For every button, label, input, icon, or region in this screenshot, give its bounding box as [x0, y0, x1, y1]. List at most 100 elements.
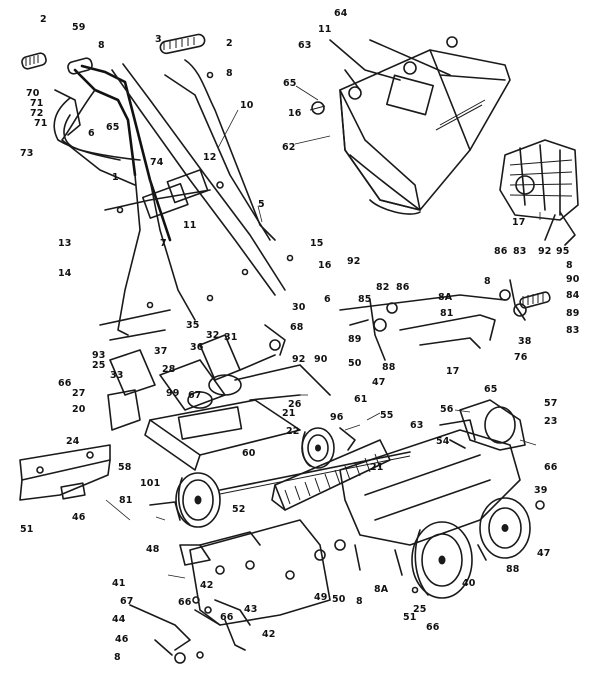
callout-label: 58 [118, 462, 132, 473]
callout-label: 92 [292, 354, 306, 365]
callout-label: 71 [30, 98, 44, 109]
callout-label: 67 [120, 596, 134, 607]
callout-label: 32 [206, 330, 220, 341]
callout-label: 42 [200, 580, 214, 591]
callout-label: 72 [30, 108, 44, 119]
lower-left-parts [129, 501, 251, 664]
callout-label: 46 [72, 512, 86, 523]
callout-label: 20 [72, 404, 86, 415]
engine [499, 139, 579, 246]
callout-label: 88 [382, 362, 396, 373]
callout-label: 43 [244, 604, 258, 615]
callout-label: 1 [112, 172, 119, 183]
callout-label: 22 [286, 426, 300, 437]
callout-label: 48 [146, 544, 160, 555]
callout-label: 33 [110, 370, 124, 381]
callout-label: 2 [40, 14, 47, 25]
callout-label: 70 [26, 88, 40, 99]
callout-label: 3 [155, 34, 162, 45]
callout-label: 65 [106, 122, 120, 133]
callout-label: 92 [538, 246, 552, 257]
callout-label: 63 [298, 40, 312, 51]
callout-label: 99 [166, 388, 180, 399]
callout-label: 63 [410, 420, 424, 431]
callout-label: 16 [288, 108, 302, 119]
callout-label: 36 [190, 342, 204, 353]
callout-label: 56 [440, 404, 454, 415]
callout-label: 5 [258, 199, 265, 210]
callout-label: 8 [566, 260, 573, 271]
callout-label: 27 [72, 388, 86, 399]
callout-label: 54 [436, 436, 450, 447]
callout-label: 25 [413, 604, 427, 615]
callout-label: 6 [324, 294, 331, 305]
callout-label: 17 [512, 217, 526, 228]
callout-label: 65 [484, 384, 498, 395]
callout-label: 92 [347, 256, 361, 267]
callout-label: 67 [188, 390, 202, 401]
callout-label: 81 [119, 495, 133, 506]
callout-label: 8 [98, 40, 105, 51]
handle-grips [21, 33, 206, 75]
callout-label: 46 [115, 634, 129, 645]
rear-axle [219, 451, 411, 491]
callout-label: 39 [534, 485, 548, 496]
callout-label: 86 [396, 282, 410, 293]
callout-label: 64 [334, 8, 348, 19]
callout-label: 66 [544, 462, 558, 473]
callout-label: 57 [544, 398, 558, 409]
callout-label: 26 [288, 399, 302, 410]
callout-label: 7 [160, 238, 167, 249]
callout-label: 6 [88, 128, 95, 139]
callout-label: 51 [20, 524, 34, 535]
callout-label: 83 [566, 325, 580, 336]
callout-label: 37 [154, 346, 168, 357]
callout-label: 71 [34, 118, 48, 129]
callout-label: 28 [162, 364, 176, 375]
callout-label: 95 [556, 246, 570, 257]
callout-label: 30 [292, 302, 306, 313]
callout-label: 8 [484, 276, 491, 287]
callout-label: 66 [58, 378, 72, 389]
callout-label: 21 [370, 462, 384, 473]
handle-bolts [116, 71, 294, 309]
callout-label: 12 [203, 152, 217, 163]
callout-label: 66 [178, 597, 192, 608]
handle-assembly [53, 59, 286, 341]
callout-label: 93 [92, 350, 106, 361]
callout-label: 31 [224, 332, 238, 343]
callout-label: 2 [226, 38, 233, 49]
small-hardware [314, 500, 545, 594]
callout-label: 89 [348, 334, 362, 345]
callout-label: 38 [518, 336, 532, 347]
callout-label: 68 [290, 322, 304, 333]
callout-label: 96 [330, 412, 344, 423]
left-bracket [19, 444, 111, 501]
callout-label: 82 [376, 282, 390, 293]
callout-label: 61 [354, 394, 368, 405]
callout-label: 60 [242, 448, 256, 459]
callout-label: 62 [282, 142, 296, 153]
callout-label: 88 [506, 564, 520, 575]
callout-label: 11 [183, 220, 197, 231]
right-wheel-small [479, 497, 531, 559]
callout-label: 10 [240, 100, 254, 111]
callout-label: 23 [544, 416, 558, 427]
side-plate [189, 519, 331, 626]
callout-label: 16 [318, 260, 332, 271]
callout-label: 24 [66, 436, 80, 447]
callout-label: 14 [58, 268, 72, 279]
callout-label: 21 [282, 408, 296, 419]
callout-label: 76 [514, 352, 528, 363]
left-wheel [175, 472, 221, 528]
callout-label: 47 [372, 377, 386, 388]
callout-label: 8 [226, 68, 233, 79]
callout-label: 55 [380, 410, 394, 421]
callout-label: 81 [440, 308, 454, 319]
callout-label: 84 [566, 290, 580, 301]
grass-catcher [309, 36, 511, 215]
callout-label: 83 [513, 246, 527, 257]
callout-label: 15 [310, 238, 324, 249]
